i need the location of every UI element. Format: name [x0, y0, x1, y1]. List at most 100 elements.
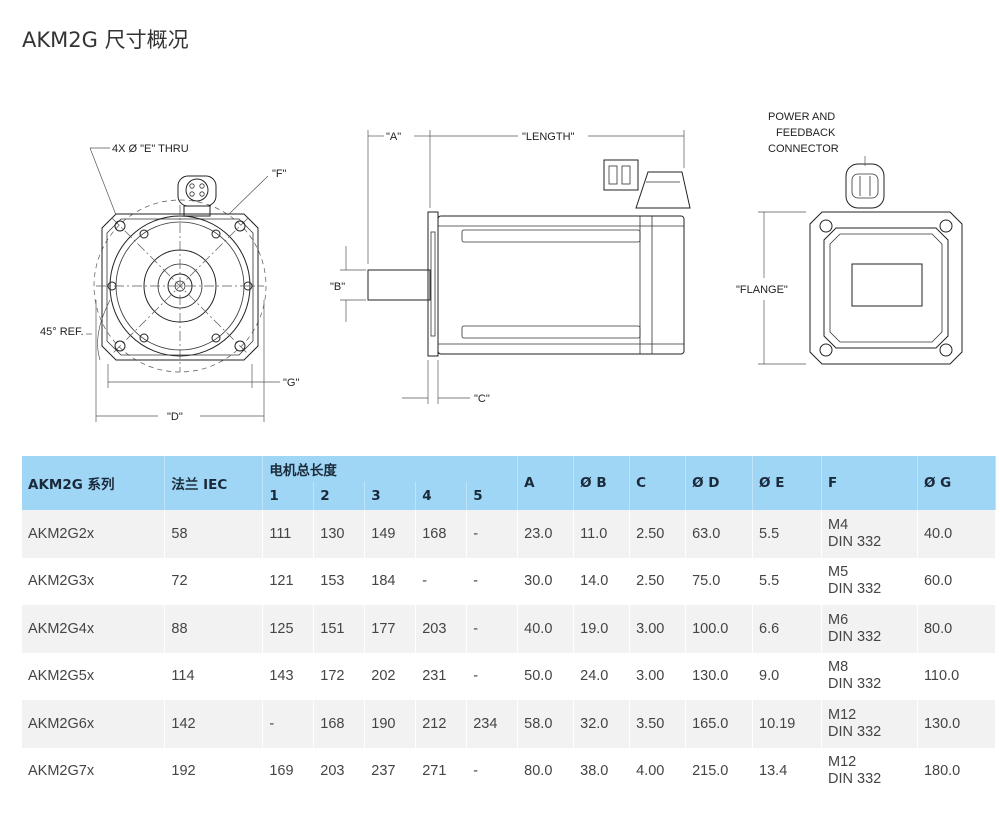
side-view: "A" "LENGTH" "B" "C": [330, 130, 691, 405]
table-row: AKM2G5x 114 143 172 202 231 - 50.0 24.0 …: [22, 652, 997, 700]
cell-len-3: 202: [364, 652, 417, 700]
cell-e: 5.5: [752, 557, 823, 605]
cell-len-3: 190: [364, 700, 417, 748]
cell-b: 24.0: [573, 652, 631, 700]
header-a: A: [517, 456, 575, 510]
cell-len-5: -: [466, 510, 519, 558]
header-b: Ø B: [573, 456, 631, 510]
header-len-3: 3: [364, 482, 417, 510]
cell-len-4: -: [415, 557, 468, 605]
cell-len-2: 203: [313, 747, 366, 795]
f-label: "F": [272, 168, 287, 180]
cell-a: 58.0: [517, 700, 575, 748]
cell-len-3: 184: [364, 557, 417, 605]
cell-len-3: 237: [364, 747, 417, 795]
cell-f-thread: M12: [828, 706, 857, 723]
header-f: F: [821, 456, 918, 510]
cell-model: AKM2G6x: [22, 700, 166, 748]
cell-len-1: 143: [262, 652, 315, 700]
cell-len-4: 271: [415, 747, 468, 795]
cell-len-4: 231: [415, 652, 468, 700]
cell-a: 40.0: [517, 605, 575, 653]
cell-len-2: 153: [313, 557, 366, 605]
cell-iec: 58: [164, 510, 264, 558]
b-label: "B": [330, 281, 345, 293]
cell-a: 50.0: [517, 652, 575, 700]
connector-label-line1: POWER AND: [768, 111, 835, 123]
cell-f-standard: DIN 332: [828, 581, 882, 598]
cell-f-thread: M4: [828, 516, 849, 533]
table-row: AKM2G7x 192 169 203 237 271 - 80.0 38.0 …: [22, 747, 997, 795]
cell-b: 32.0: [573, 700, 631, 748]
front-view: 4X Ø "E" THRU "F" 45° REF. "G" "D": [40, 143, 299, 423]
cell-b: 38.0: [573, 747, 631, 795]
table-row: AKM2G6x 142 - 168 190 212 234 58.0 32.0 …: [22, 700, 997, 748]
cell-f-thread: M5: [828, 564, 849, 581]
flange-label: "FLANGE": [736, 284, 788, 296]
header-e: Ø E: [752, 456, 823, 510]
cell-len-1: 125: [262, 605, 315, 653]
header-len-2: 2: [313, 482, 366, 510]
cell-f-standard: DIN 332: [828, 533, 882, 550]
cell-g: 40.0: [917, 510, 997, 558]
header-c: C: [629, 456, 687, 510]
cell-iec: 114: [164, 652, 264, 700]
connector-label-line3: CONNECTOR: [768, 143, 839, 155]
cell-len-5: -: [466, 652, 519, 700]
cell-len-4: 203: [415, 605, 468, 653]
cell-iec: 192: [164, 747, 264, 795]
cell-iec: 72: [164, 557, 264, 605]
cell-f-thread: M12: [828, 754, 857, 771]
cell-len-1: 111: [262, 510, 315, 558]
cell-len-2: 168: [313, 700, 366, 748]
cell-d: 165.0: [685, 700, 754, 748]
cell-len-5: 234: [466, 700, 519, 748]
cell-len-2: 130: [313, 510, 366, 558]
cell-f-thread: M6: [828, 611, 849, 628]
cell-len-2: 151: [313, 605, 366, 653]
cell-g: 80.0: [917, 605, 997, 653]
cell-c: 4.00: [629, 747, 687, 795]
cell-d: 100.0: [685, 605, 754, 653]
cell-len-2: 172: [313, 652, 366, 700]
header-len-4: 4: [415, 482, 468, 510]
cell-c: 3.00: [629, 605, 687, 653]
cell-model: AKM2G7x: [22, 747, 166, 795]
cell-model: AKM2G2x: [22, 510, 166, 558]
cell-iec: 88: [164, 605, 264, 653]
rear-view: POWER AND FEEDBACK CONNECTOR "FLANGE": [736, 111, 963, 365]
table-row: AKM2G3x 72 121 153 184 - - 30.0 14.0 2.5…: [22, 557, 997, 605]
cell-len-3: 177: [364, 605, 417, 653]
header-d: Ø D: [685, 456, 754, 510]
cell-f-standard: DIN 332: [828, 676, 882, 693]
a-label: "A": [386, 131, 401, 143]
cell-c: 3.50: [629, 700, 687, 748]
cell-a: 30.0: [517, 557, 575, 605]
cell-f-standard: DIN 332: [828, 771, 882, 788]
cell-a: 23.0: [517, 510, 575, 558]
holes-label: 4X Ø "E" THRU: [112, 143, 189, 155]
header-total-length: 电机总长度: [262, 456, 519, 482]
cell-d: 130.0: [685, 652, 754, 700]
cell-f-thread: M8: [828, 659, 849, 676]
cell-len-1: 169: [262, 747, 315, 795]
cell-len-3: 149: [364, 510, 417, 558]
g-label: "G": [283, 377, 299, 389]
cell-len-1: 121: [262, 557, 315, 605]
cell-e: 9.0: [752, 652, 823, 700]
cell-c: 2.50: [629, 510, 687, 558]
cell-g: 60.0: [917, 557, 997, 605]
cell-b: 11.0: [573, 510, 631, 558]
cell-len-5: -: [466, 747, 519, 795]
cell-e: 6.6: [752, 605, 823, 653]
cell-model: AKM2G4x: [22, 605, 166, 653]
spec-table: AKM2G 系列 法兰 IEC 电机总长度 A Ø B C Ø D Ø E F …: [22, 456, 997, 795]
cell-d: 215.0: [685, 747, 754, 795]
cell-c: 2.50: [629, 557, 687, 605]
d-label: "D": [167, 411, 183, 423]
header-flange-iec: 法兰 IEC: [164, 456, 264, 510]
